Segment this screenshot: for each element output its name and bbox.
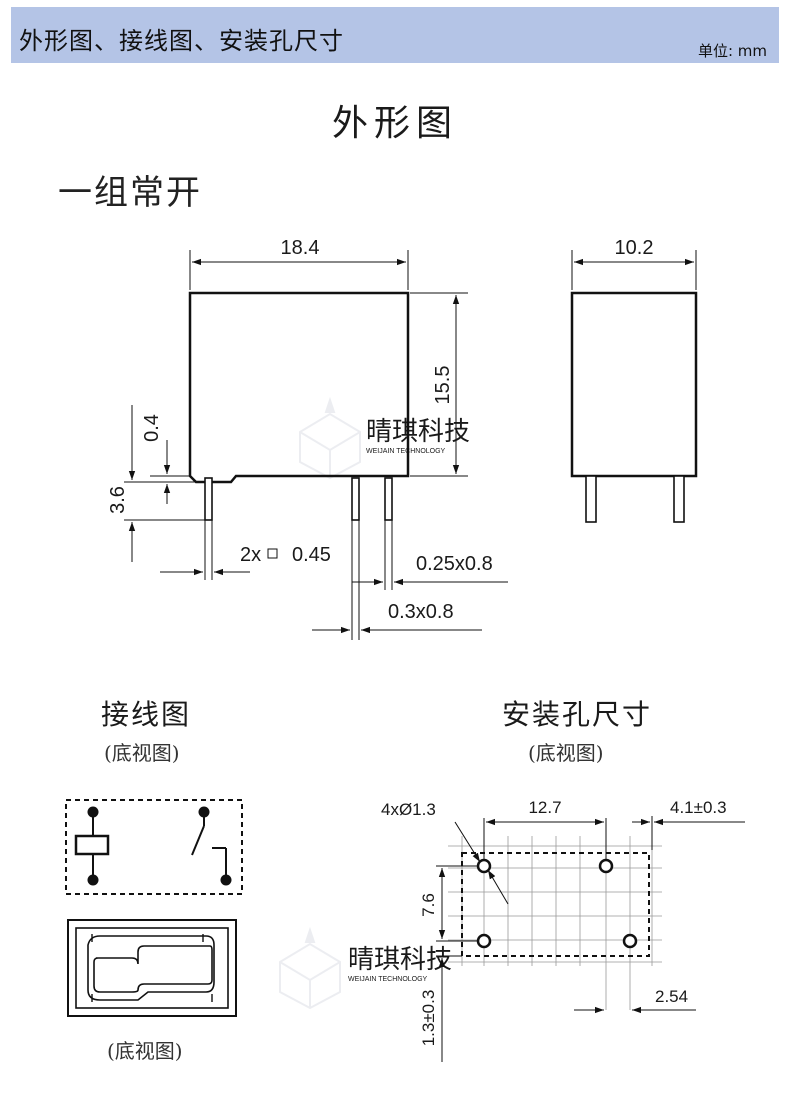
watermark-text-bottom: 晴琪科技 bbox=[348, 944, 452, 974]
dim-pin-square-label: 2x bbox=[240, 544, 261, 566]
bottom-view-label: (底视图) bbox=[107, 1039, 183, 1063]
dim-height-label: 15.5 bbox=[432, 366, 454, 405]
watermark-sub-top: WEIJAIN TECHNOLOGY bbox=[366, 448, 446, 455]
dim-width bbox=[189, 250, 409, 290]
dim-height bbox=[410, 292, 468, 477]
dim-span-x-label: 12.7 bbox=[528, 798, 561, 817]
watermark-text-top: 晴琪科技 bbox=[366, 416, 470, 446]
unit-label: 单位: mm bbox=[697, 42, 767, 60]
header-bar: 外形图、接线图、安装孔尺寸 单位: mm bbox=[11, 7, 779, 63]
hole-grid bbox=[448, 822, 662, 1010]
dim-pin-flat-a-label: 0.25x0.8 bbox=[416, 553, 493, 575]
hole-outline bbox=[461, 852, 650, 957]
outline-subtitle: 一组常开 bbox=[58, 173, 202, 213]
mounting-holes bbox=[476, 858, 638, 949]
dim-hole-dia bbox=[454, 821, 509, 905]
relay-front-view bbox=[188, 291, 410, 521]
dim-offset-y-label: 1.3±0.3 bbox=[419, 990, 438, 1047]
watermark-sub-bottom: WEIJAIN TECHNOLOGY bbox=[348, 976, 428, 983]
square-symbol-icon bbox=[267, 548, 278, 559]
dim-pin-length-label: 3.6 bbox=[107, 486, 129, 514]
dim-hole-dia-label: 4xØ1.3 bbox=[381, 800, 436, 819]
dim-offset-x-label: 4.1±0.3 bbox=[670, 798, 727, 817]
dim-depth-label: 10.2 bbox=[615, 237, 654, 259]
relay-side-view bbox=[570, 291, 698, 523]
wiring-subtitle: (底视图) bbox=[104, 741, 180, 765]
dim-pin-square bbox=[160, 520, 250, 580]
watermark-logo-top bbox=[299, 396, 361, 480]
dim-pin-square-value: 0.45 bbox=[292, 544, 331, 566]
dim-span-x bbox=[483, 818, 607, 860]
dim-offset-y bbox=[436, 955, 462, 1062]
dim-standoff bbox=[150, 440, 196, 504]
dim-pin-flat-a bbox=[352, 520, 508, 590]
header-title: 外形图、接线图、安装孔尺寸 bbox=[19, 27, 344, 55]
dim-pin-length bbox=[124, 405, 205, 562]
wiring-pins bbox=[87, 806, 232, 886]
wiring-title: 接线图 bbox=[101, 698, 192, 731]
dim-pin-flat-b bbox=[312, 520, 482, 640]
dim-pitch-label: 2.54 bbox=[655, 987, 688, 1006]
watermark-logo-bottom bbox=[279, 926, 341, 1010]
holes-subtitle: (底视图) bbox=[528, 741, 604, 765]
dim-offset-x bbox=[632, 816, 745, 850]
dim-span-y-label: 7.6 bbox=[419, 893, 438, 917]
dim-depth bbox=[571, 250, 697, 290]
dim-pin-flat-b-label: 0.3x0.8 bbox=[388, 601, 454, 623]
dim-standoff-label: 0.4 bbox=[141, 414, 163, 442]
holes-title: 安装孔尺寸 bbox=[502, 698, 653, 731]
outline-title: 外形图 bbox=[331, 103, 458, 144]
relay-bottom-view bbox=[67, 919, 237, 1017]
dim-span-y bbox=[436, 865, 478, 942]
dim-width-label: 18.4 bbox=[281, 237, 320, 259]
